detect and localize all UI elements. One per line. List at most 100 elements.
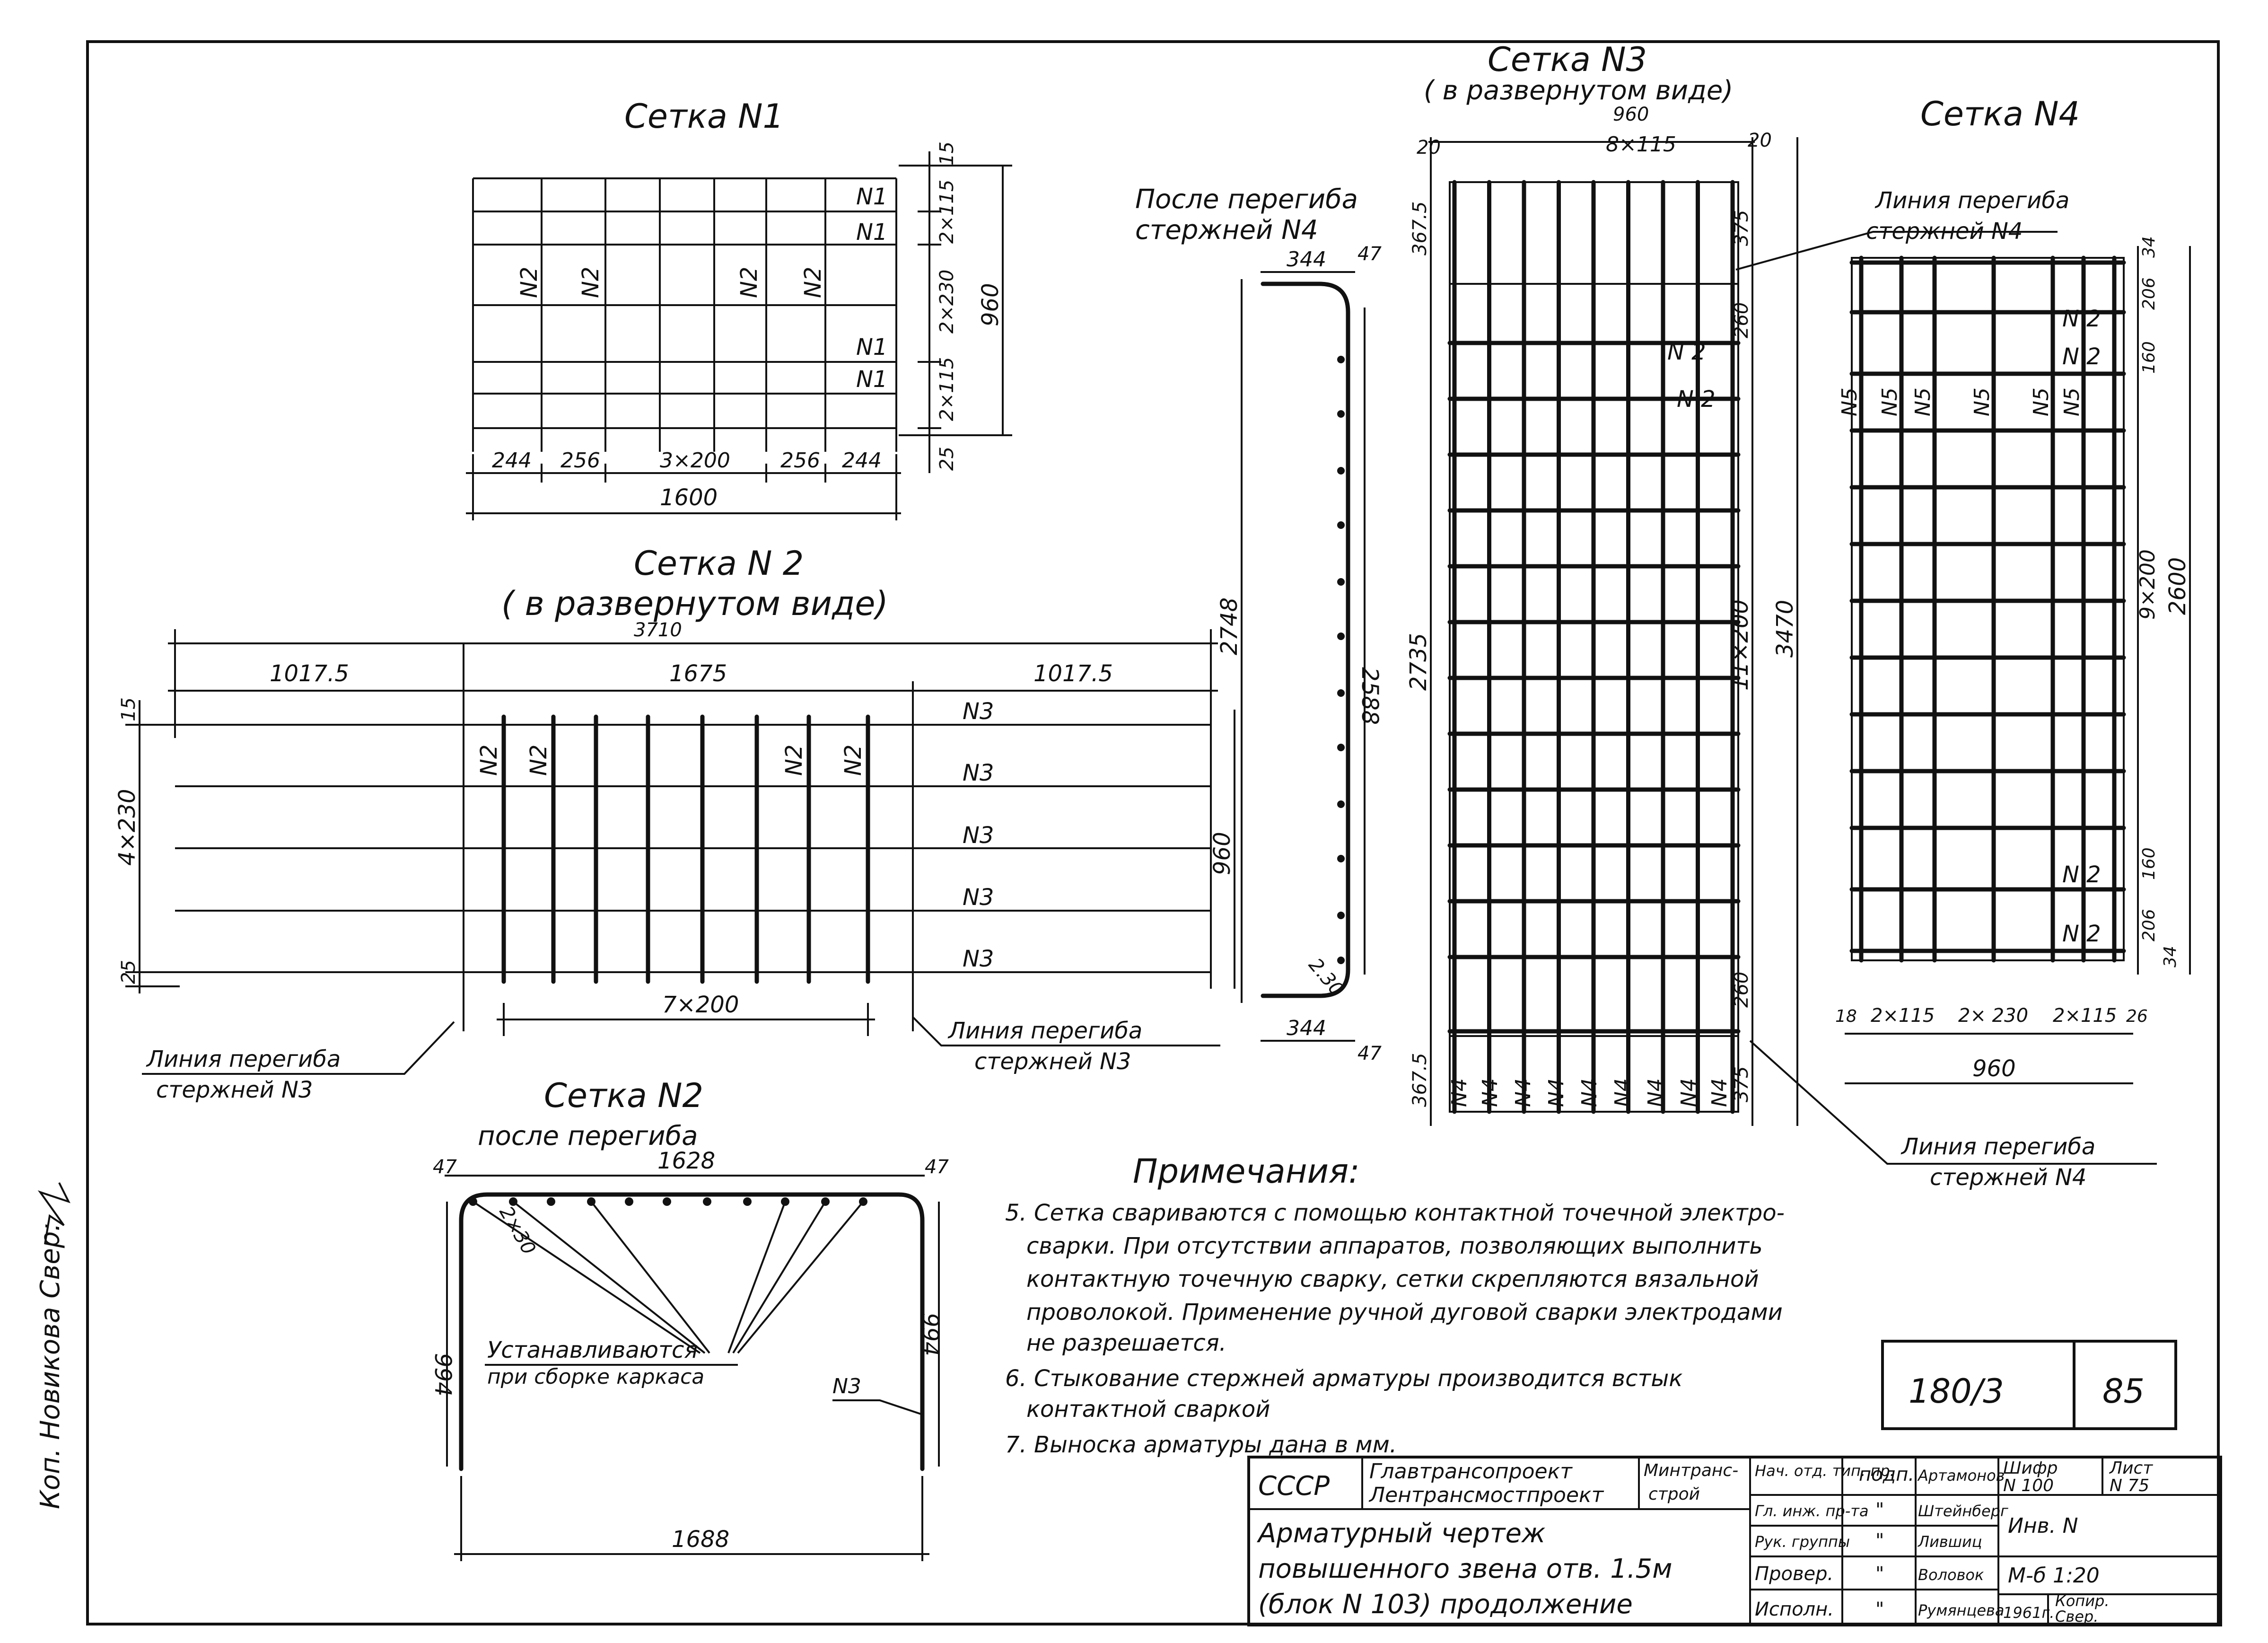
net1-dim-bottom: 244 [842,448,882,473]
net2-dim-left: 4×230 [114,789,140,866]
stamp-sign-header: подп. [1859,1464,1914,1485]
stamp-sheet: Лист [2109,1458,2153,1478]
net3-n4-label: N4 [1577,1078,1602,1107]
net3-dim-right: 375 [1731,1066,1752,1102]
net4-dim-right: 34 [2161,946,2180,967]
net3-bend-leader-top [1735,231,2058,271]
notes: Примечания: 5. Сетка свариваются с помощ… [1005,1152,1785,1458]
net2-dim-left: 25 [118,960,140,984]
net4-dim-bottom: 26 [2126,1007,2148,1026]
net4-n5-label: N5 [2060,387,2084,416]
net1-bar-label: N1 [856,366,887,393]
net2-bent-dim-top: 1628 [657,1148,715,1174]
net1-dim-right: 25 [936,447,958,471]
net4-n5-label: N5 [1838,387,1862,416]
net2: Сетка N 2 ( в развернутом виде) 3710 101… [114,544,1235,1103]
bent-n4-dim-top-corner: 47 [1357,243,1382,265]
net3-n4-label: N4 [1544,1078,1568,1107]
net4-n5-label: N5 [2029,387,2053,416]
stamp-role: Исполн. [1755,1599,1834,1620]
net1-grid [472,177,897,452]
net1-dim-right: 2×115 [936,180,958,244]
net2-bend-line-right: стержней N3 [974,1048,1131,1075]
stamp-copy: Свер. [2055,1608,2098,1625]
net4-n5-label: N5 [1878,387,1902,416]
bent-n4-title: После перегиба [1135,184,1358,215]
stamp-role: Провер. [1755,1563,1833,1585]
net2-bent-n3-leader [832,1399,923,1415]
stamp-cipher: N 100 [2003,1476,2054,1495]
net2-bent-leaders [472,1201,864,1354]
net2-n3-label: N3 [963,760,994,786]
net4: Сетка N4 N5 N5 N5 N5 N5 N5 N 2 N 2 N 2 N… [1835,95,2191,1084]
net3-dim-right: 375 [1731,210,1752,246]
bent-n4-profile [1261,281,1350,998]
net4-n2-label: N 2 [2062,343,2101,370]
net2-dim-bottom: 7×200 [662,992,739,1018]
net1-dims-bottom [466,454,901,520]
net3-bend-leader-bottom [1749,1040,2157,1165]
net2-n3-label: N3 [963,822,994,849]
net3-n2-label: N 2 [1677,386,1716,413]
net3: Сетка N3 ( в развернутом виде) 960 20 8×… [1405,40,2157,1191]
net1-dims-right [899,151,1012,473]
net4-n2-label: N 2 [2062,861,2101,888]
net3-dim-left: 367.5 [1409,1053,1431,1107]
signature-mark [37,1182,70,1245]
net4-dim-right: 9×200 [2136,549,2160,620]
stamp-name: Артамонов [1917,1467,2005,1485]
net2-dim-left: 15 [118,697,140,721]
net1-dim-right: 2×115 [936,357,958,421]
net3-n4-label: N4 [1478,1078,1502,1107]
net2-n2-label: N2 [525,745,552,776]
stamp-sign-mark: " [1875,1499,1884,1521]
net3-n4-label: N4 [1611,1078,1635,1107]
net1-n2-label: N2 [516,267,543,298]
stamp-role: Нач. отд. тип. пр. [1755,1462,1895,1480]
bent-n4-dim-bottom-corner: 47 [1357,1043,1382,1064]
stamp-year: 1961г. [2003,1604,2054,1622]
net4-dim-total-right: 2600 [2164,557,2191,615]
stamp-inv: Инв. N [2008,1514,2078,1538]
net1-dim-right: 15 [936,141,958,166]
net2-n3-label: N3 [963,698,994,725]
net4-n2-label: N 2 [2062,306,2101,332]
stamp-title: (блок N 103) продолжение [1258,1589,1633,1620]
net1-dim-total-right: 960 [977,283,1004,326]
stamp-name: Штейнберг [1918,1502,2008,1520]
net3-n4-label: N4 [1677,1078,1701,1107]
net2-title: Сетка N 2 [634,544,804,583]
net3-dim-top: 8×115 [1606,132,1676,157]
net2-bend-leader-left [142,1021,455,1075]
net1-dim-bottom: 3×200 [660,448,730,473]
notes-line: сварки. При отсутствии аппаратов, позвол… [1026,1233,1763,1259]
net2-bent-corner-right: 47 [925,1156,949,1178]
net3-bend-line-top: Линия перегиба [1874,187,2069,214]
notes-line: 6. Стыкование стержней арматуры производ… [1005,1365,1682,1392]
notes-line: контактную точечную сварку, сетки скрепл… [1026,1266,1759,1292]
net1-n2-label: N2 [578,267,604,298]
stamp-org1: Главтрансопроект [1369,1459,1573,1484]
stamp-ministry: Минтранс- [1644,1461,1738,1480]
net1-dim-bottom: 244 [492,448,532,473]
net2-dims-top [168,629,1218,1031]
notes-heading: Примечания: [1133,1152,1360,1191]
net4-frame [1851,257,2125,961]
net4-dim-bottom: 18 [1835,1007,1857,1026]
net2-bent-welds [469,1197,867,1206]
net2-n2-label: N2 [781,745,807,776]
net1: Сетка N1 N1 N1 N1 N1 N2 N2 N2 N2 [466,97,1012,520]
net1-n2-label: N2 [800,267,826,298]
net3-bend-line-bottom: Линия перегиба [1900,1133,2095,1160]
notes-line: контактной сваркой [1026,1396,1270,1423]
stamp-sign-mark: " [1875,1599,1884,1620]
stamp-scale: М-б 1:20 [2008,1564,2100,1588]
net2-dim-right: 960 [1209,832,1235,875]
stamp-sign-mark: " [1875,1530,1884,1552]
net2-n2-bars [501,714,870,984]
net3-dim-left: 367.5 [1409,201,1431,255]
stamp-name: Румянцева [1918,1601,2004,1619]
net3-dim-right: 260 [1731,302,1752,338]
net2-dim-total: 3710 [634,619,682,641]
net3-dim-right: 11×200 [1727,599,1753,691]
